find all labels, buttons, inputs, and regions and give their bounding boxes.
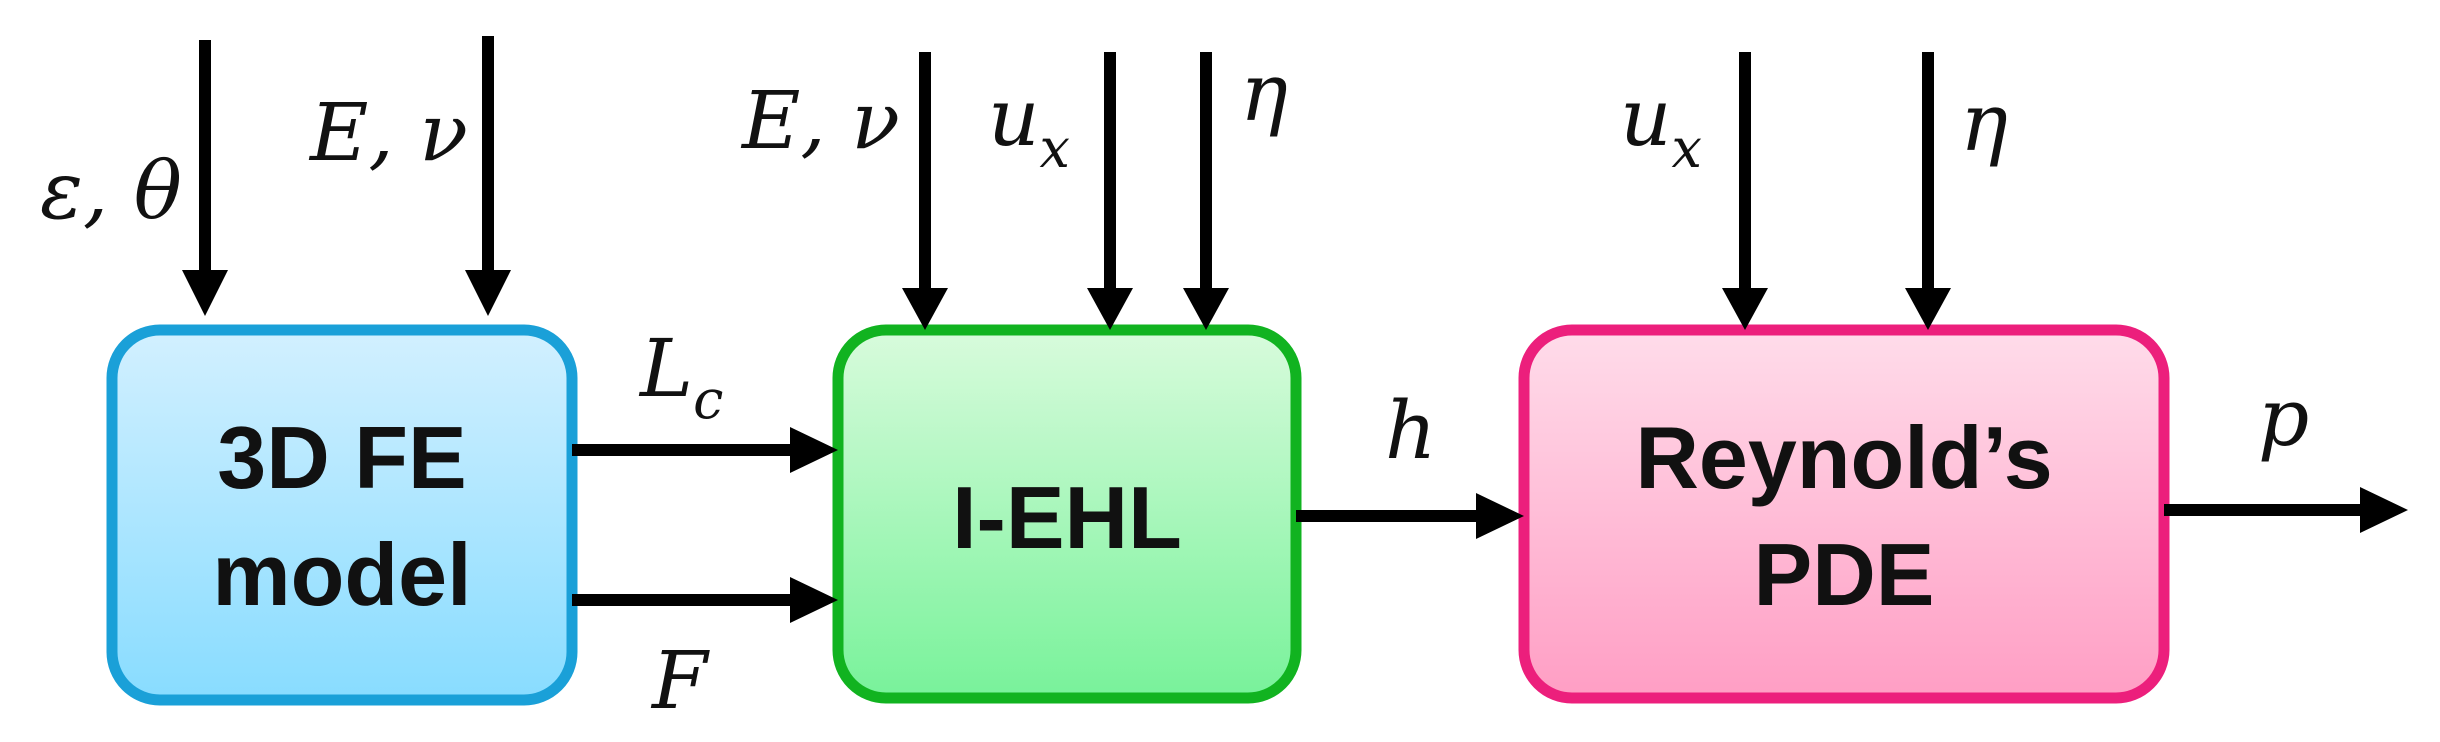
arrowhead-film-thickness (1476, 493, 1524, 539)
label-iehl-modulus: E, ν (740, 74, 900, 167)
label-iehl-viscosity: η (1240, 46, 1288, 139)
label-strain-theta: ε, θ (40, 144, 182, 237)
iehl-block: I-EHL (832, 324, 1302, 704)
arrowhead-pde-velocity (1722, 288, 1768, 330)
arrowhead-iehl-modulus (902, 288, 948, 330)
flow-arrowheads (790, 427, 2408, 623)
label-force: F (650, 634, 710, 727)
label-pressure: p (2258, 371, 2309, 464)
label-pde-viscosity: η (1960, 76, 2008, 169)
arrowhead-pde-viscosity (1905, 288, 1951, 330)
fe-model-label-line2: model (212, 525, 471, 624)
arrowhead-iehl-viscosity (1183, 288, 1229, 330)
fe-model-box (106, 324, 578, 706)
label-pde-velocity: ux (1620, 71, 1702, 180)
label-iehl-velocity: ux (988, 71, 1070, 180)
label-film-thickness: h (1385, 384, 1437, 477)
input-arrows (199, 36, 1934, 290)
fe-model-label-line1: 3D FE (217, 408, 466, 507)
reynolds-pde-block: Reynold’s PDE (1518, 324, 2170, 704)
reynolds-pde-label-line2: PDE (1754, 525, 1935, 624)
reynolds-pde-label-line1: Reynold’s (1635, 408, 2052, 507)
arrowhead-iehl-velocity (1087, 288, 1133, 330)
reynolds-pde-box (1518, 324, 2170, 704)
label-contact-length: Lc (638, 322, 723, 431)
arrowhead-pressure (2360, 487, 2408, 533)
flow-arrows (572, 444, 2362, 606)
label-fe-modulus: E, ν (308, 86, 468, 179)
arrowhead-force (790, 577, 838, 623)
fe-model-block: 3D FE model (106, 324, 578, 706)
iehl-label: I-EHL (952, 468, 1182, 567)
arrowhead-contact-length (790, 427, 838, 473)
input-arrowheads (182, 270, 1951, 330)
arrowhead-fe-modulus (465, 270, 511, 316)
arrowhead-fe-strain (182, 270, 228, 316)
